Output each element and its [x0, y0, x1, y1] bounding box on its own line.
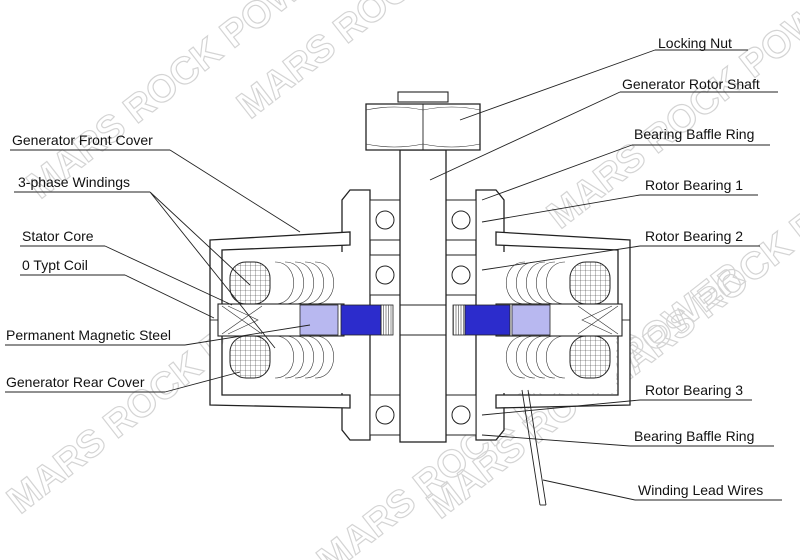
label-rotor-bearing-1: Rotor Bearing 1 — [645, 177, 743, 193]
label-rear-cover: Generator Rear Cover — [6, 374, 145, 390]
label-locking-nut: Locking Nut — [658, 35, 732, 51]
winding-lead-wires — [521, 389, 547, 506]
label-three-phase-windings: 3-phase Windings — [18, 174, 130, 190]
label-typt-coil: 0 Typt Coil — [22, 257, 88, 273]
permanent-magnets — [299, 304, 551, 336]
label-stator-core: Stator Core — [22, 228, 94, 244]
label-rotor-shaft: Generator Rotor Shaft — [622, 76, 760, 92]
rotor-shaft — [399, 149, 447, 443]
label-baffle-ring-top: Bearing Baffle Ring — [634, 126, 754, 142]
label-front-cover: Generator Front Cover — [12, 132, 153, 148]
label-baffle-ring-bottom: Bearing Baffle Ring — [634, 428, 754, 444]
labels: Locking Nut Generator Rotor Shaft Bearin… — [6, 35, 763, 498]
label-rotor-bearing-3: Rotor Bearing 3 — [645, 382, 743, 398]
locking-nut — [365, 91, 481, 151]
label-magnetic-steel: Permanent Magnetic Steel — [6, 327, 171, 343]
bearings — [369, 199, 477, 436]
leader-lines — [5, 49, 782, 501]
label-winding-lead-wires: Winding Lead Wires — [638, 482, 763, 498]
label-rotor-bearing-2: Rotor Bearing 2 — [645, 228, 743, 244]
